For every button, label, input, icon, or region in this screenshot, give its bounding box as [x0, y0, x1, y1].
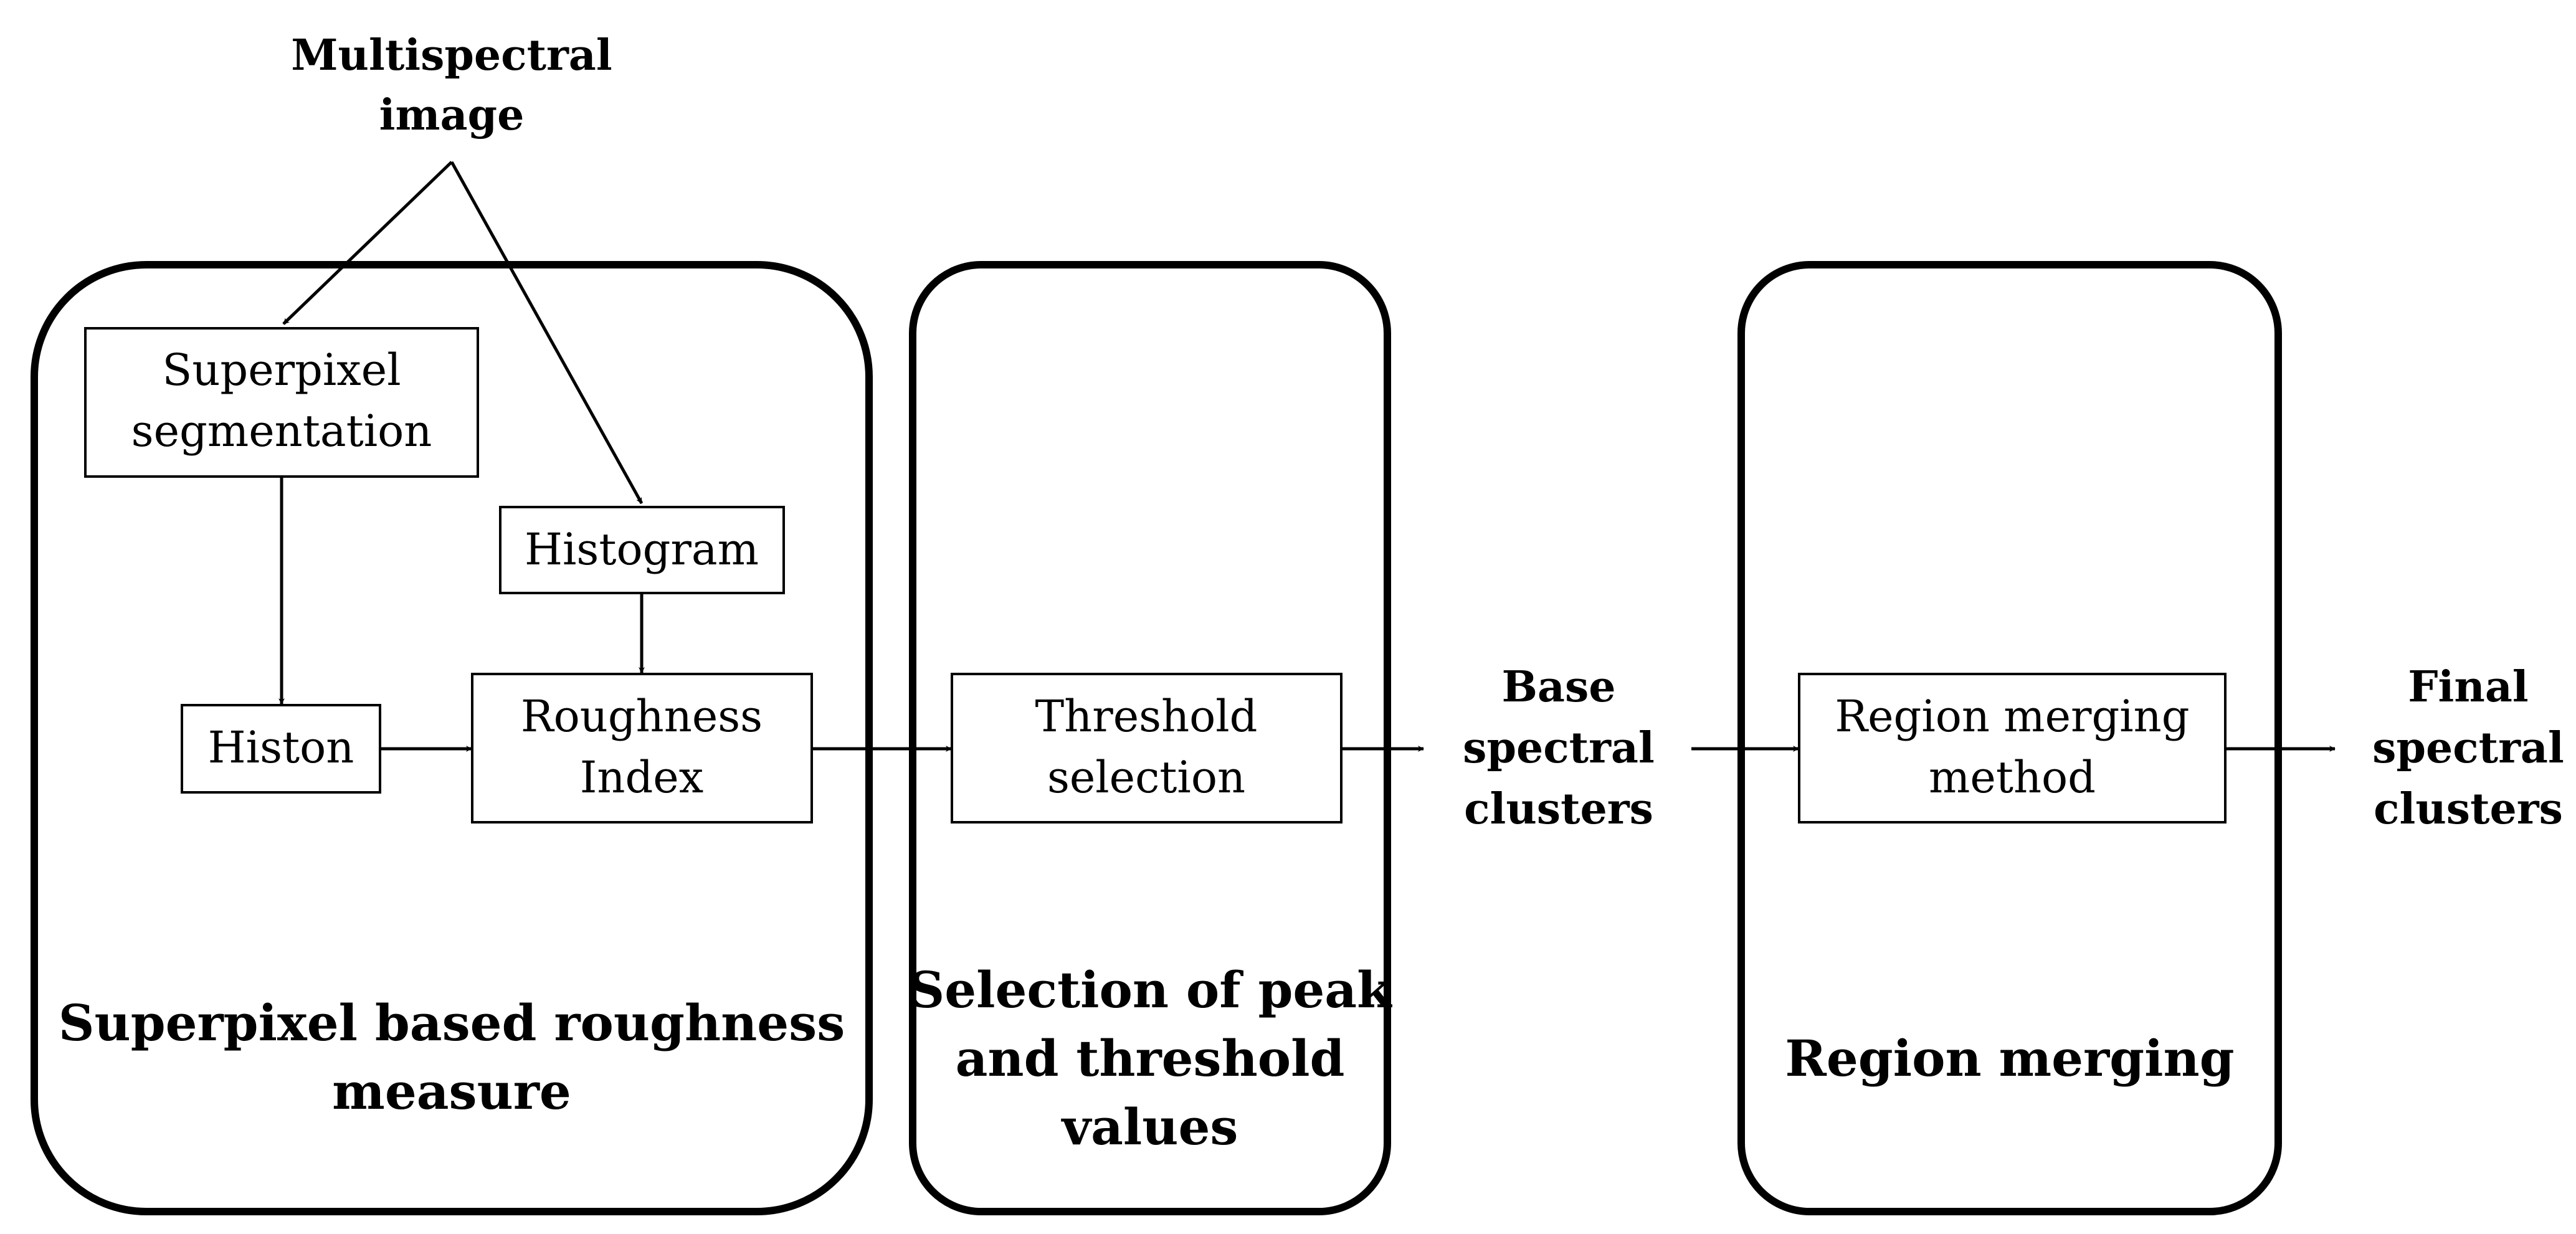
input-label-line-1: Multispectral: [291, 31, 612, 80]
box-histon: [181, 704, 381, 794]
superpixel-label-line-2: segmentation: [131, 406, 432, 457]
threshold-label-line-2: selection: [1047, 752, 1245, 803]
roughness-label-line-2: Index: [580, 752, 703, 803]
box-roughness-index: [471, 673, 813, 823]
final-clusters-label-line-1: Final: [2408, 662, 2528, 712]
base-clusters-label-line-2: spectral: [1463, 723, 1655, 773]
region-merging-method-label-line-2: method: [1929, 752, 2096, 803]
box-region-merging-method: [1798, 673, 2227, 823]
connectors: [278, 161, 2336, 752]
stage-peak-threshold-title-line-1: Selection of peak: [908, 961, 1392, 1019]
stage-peak-threshold-title-line-3: values: [1061, 1098, 1238, 1156]
arrow-input-to-histogram: [450, 161, 644, 505]
superpixel-label-line-1: Superpixel: [162, 344, 401, 396]
threshold-label-line-1: Threshold: [1035, 691, 1257, 742]
stage-roughness-measure-container: [31, 261, 873, 1215]
stage-peak-threshold-title-line-2: and threshold: [956, 1029, 1345, 1088]
stage-roughness-measure-title-line-1: Superpixel based roughness: [59, 994, 845, 1052]
histon-label: Histon: [208, 722, 354, 773]
input-label-line-2: image: [379, 90, 525, 140]
base-clusters-label-line-1: Base: [1501, 662, 1615, 712]
final-clusters-label-line-3: clusters: [2374, 784, 2563, 834]
region-merging-method-label-line-1: Region merging: [1835, 691, 2189, 742]
box-histogram: [499, 506, 785, 594]
box-superpixel-segmentation: [84, 327, 479, 478]
base-clusters-label-line-3: clusters: [1464, 784, 1653, 834]
final-clusters-label-line-2: spectral: [2372, 723, 2564, 773]
roughness-label-line-1: Roughness: [521, 691, 763, 742]
histogram-label: Histogram: [525, 524, 759, 575]
stage-region-merging-container: [1737, 261, 2282, 1215]
arrow-input-to-superpixel: [282, 161, 453, 325]
stage-roughness-measure-title-line-2: measure: [332, 1062, 571, 1121]
box-threshold-selection: [951, 673, 1343, 823]
stage-region-merging-title: Region merging: [1785, 1029, 2234, 1088]
stage-peak-threshold-container: [909, 261, 1391, 1215]
